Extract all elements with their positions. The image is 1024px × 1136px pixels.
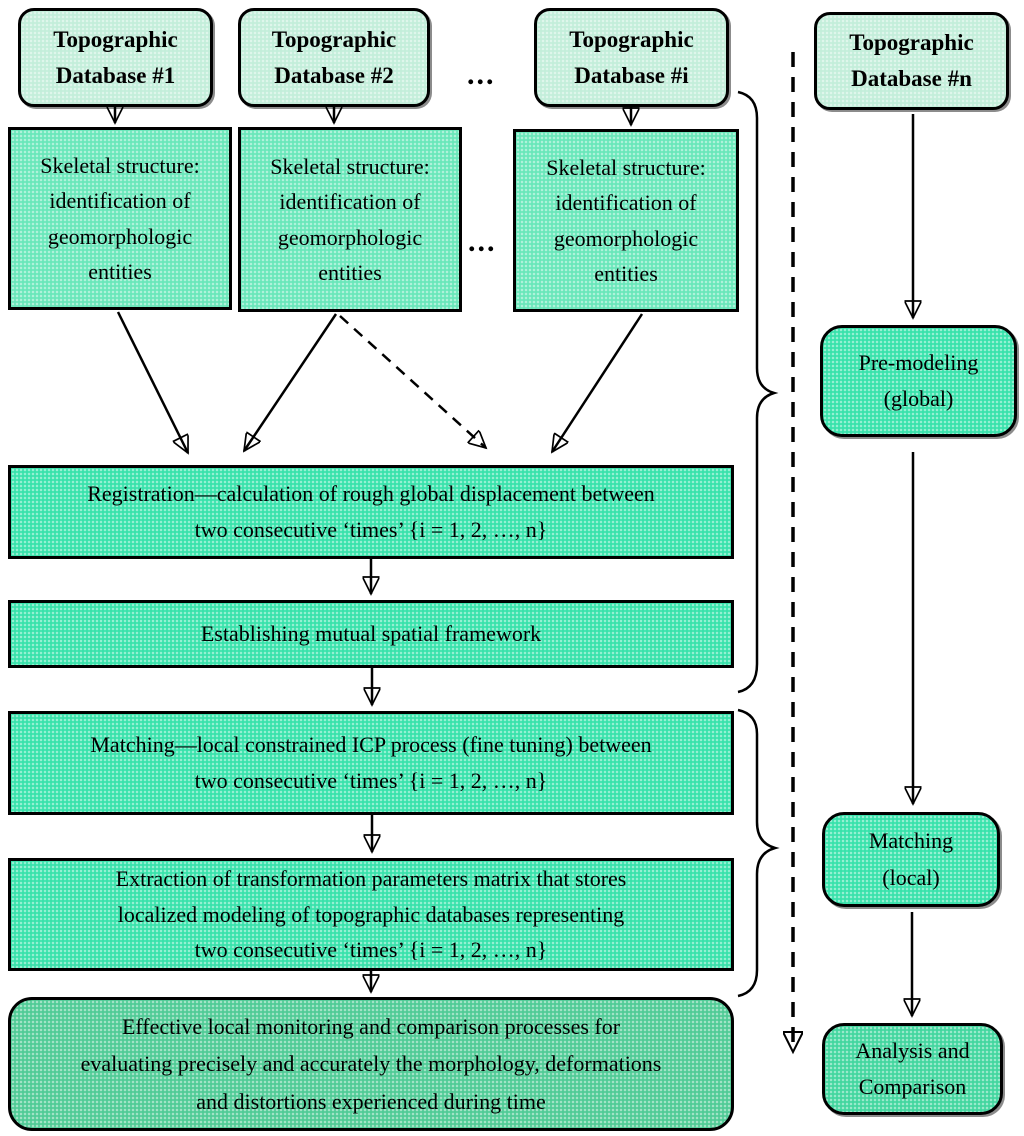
node-effective-monitoring: Effective local monitoring and compariso… [8, 997, 734, 1131]
node-label: Topographic Database #i [569, 26, 694, 88]
node-label: Topographic Database #2 [271, 26, 397, 88]
node-pre-modeling-global: Pre-modeling (global) [820, 325, 1017, 437]
node-skeletal-structure-2: Skeletal structure: identification of ge… [238, 127, 462, 312]
node-label: Skeletal structure: identification of ge… [40, 153, 200, 284]
node-analysis-comparison: Analysis and Comparison [822, 1023, 1003, 1115]
node-label: Extraction of transformation parameters … [115, 866, 627, 963]
node-matching-icp: Matching—local constrained ICP process (… [8, 711, 734, 815]
brace-global-premodeling [737, 90, 779, 694]
arrow-skeletal2-to-registration-dashed [339, 315, 486, 448]
node-label: Matching—local constrained ICP process (… [90, 732, 652, 793]
node-label: Establishing mutual spatial framework [200, 621, 542, 647]
node-topographic-database-i: Topographic Database #i [534, 8, 729, 107]
node-label: Effective local monitoring and compariso… [80, 1013, 662, 1114]
node-skeletal-structure-i: Skeletal structure: identification of ge… [513, 129, 739, 312]
ellipsis-top-row: ... [467, 58, 496, 91]
node-label: Matching (local) [868, 828, 954, 890]
node-label: Topographic Database #n [849, 30, 974, 91]
node-label: Pre-modeling (global) [858, 349, 979, 411]
node-topographic-database-n: Topographic Database #n [814, 12, 1009, 110]
node-label: Registration—calculation of rough global… [87, 481, 655, 542]
node-label: Analysis and Comparison [855, 1037, 970, 1099]
node-topographic-database-1: Topographic Database #1 [18, 8, 213, 107]
node-registration: Registration—calculation of rough global… [8, 465, 734, 559]
node-extraction-parameters: Extraction of transformation parameters … [8, 858, 734, 971]
brace-local-matching [737, 708, 780, 998]
node-topographic-database-2: Topographic Database #2 [238, 8, 430, 107]
node-label: Topographic Database #1 [53, 26, 178, 88]
arrow-skeletal2-to-registration [244, 313, 338, 451]
ellipsis-skeletal-row: ... [468, 225, 497, 258]
node-matching-local: Matching (local) [822, 812, 1000, 907]
node-label: Skeletal structure: identification of ge… [546, 155, 706, 286]
arrow-skeletali-to-registration [550, 313, 644, 452]
node-spatial-framework: Establishing mutual spatial framework [8, 600, 734, 668]
node-label: Skeletal structure: identification of ge… [270, 154, 430, 285]
node-skeletal-structure-1: Skeletal structure: identification of ge… [8, 127, 232, 310]
arrow-skeletal1-to-registration [116, 311, 190, 453]
